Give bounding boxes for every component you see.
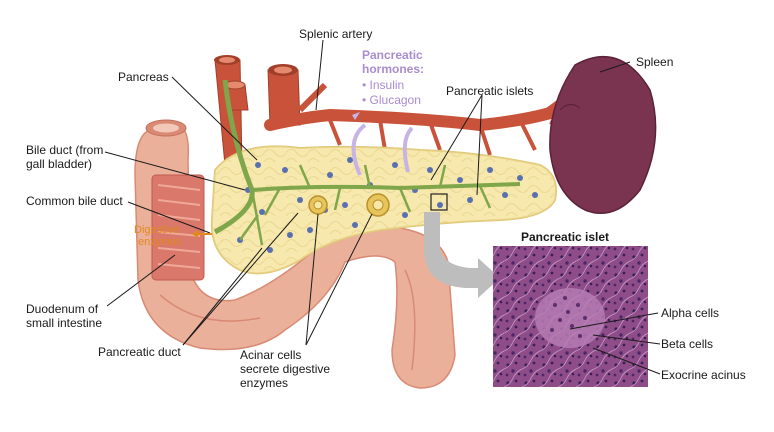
label-duodenum-1: Duodenum of (26, 302, 99, 316)
micrograph-title: Pancreatic islet (521, 230, 610, 244)
acinar-cells (308, 193, 390, 217)
digestive-arrowhead (192, 230, 198, 238)
label-hormones-title-2: hormones: (362, 62, 425, 76)
label-spleen: Spleen (636, 55, 674, 69)
label-pancreatic-islets: Pancreatic islets (446, 84, 534, 98)
label-glucagon: • Glucagon (362, 93, 421, 107)
label-digestive-1: Digestive (134, 224, 180, 236)
label-beta-cells: Beta cells (661, 337, 714, 351)
label-exocrine-acinus: Exocrine acinus (661, 368, 746, 382)
label-hormones-title-1: Pancreatic (362, 48, 423, 62)
hormone-arrows (351, 112, 414, 176)
label-pancreas: Pancreas (118, 70, 169, 84)
duodenum (134, 119, 456, 389)
label-common-bile-duct: Common bile duct (26, 194, 123, 208)
label-insulin: • Insulin (362, 78, 405, 92)
label-digestive-2: enzymes (138, 236, 183, 248)
label-splenic-artery: Splenic artery (299, 27, 373, 41)
islet-micrograph (493, 246, 648, 387)
islet-highlight-box (430, 193, 448, 211)
label-acinar-3: enzymes (240, 376, 289, 390)
label-bile-duct-2: gall bladder) (26, 157, 93, 171)
zoom-arrow (423, 212, 500, 298)
leader-lines (104, 39, 661, 375)
label-alpha-cells: Alpha cells (661, 306, 720, 320)
pancreatic-duct (213, 79, 521, 246)
label-bile-duct-1: Bile duct (from (26, 143, 104, 157)
label-duodenum-2: small intestine (26, 316, 103, 330)
spleen (549, 56, 657, 214)
label-pancreatic-duct: Pancreatic duct (98, 345, 181, 359)
label-acinar-1: Acinar cells (240, 348, 302, 362)
label-acinar-2: secrete digestive (240, 362, 331, 376)
